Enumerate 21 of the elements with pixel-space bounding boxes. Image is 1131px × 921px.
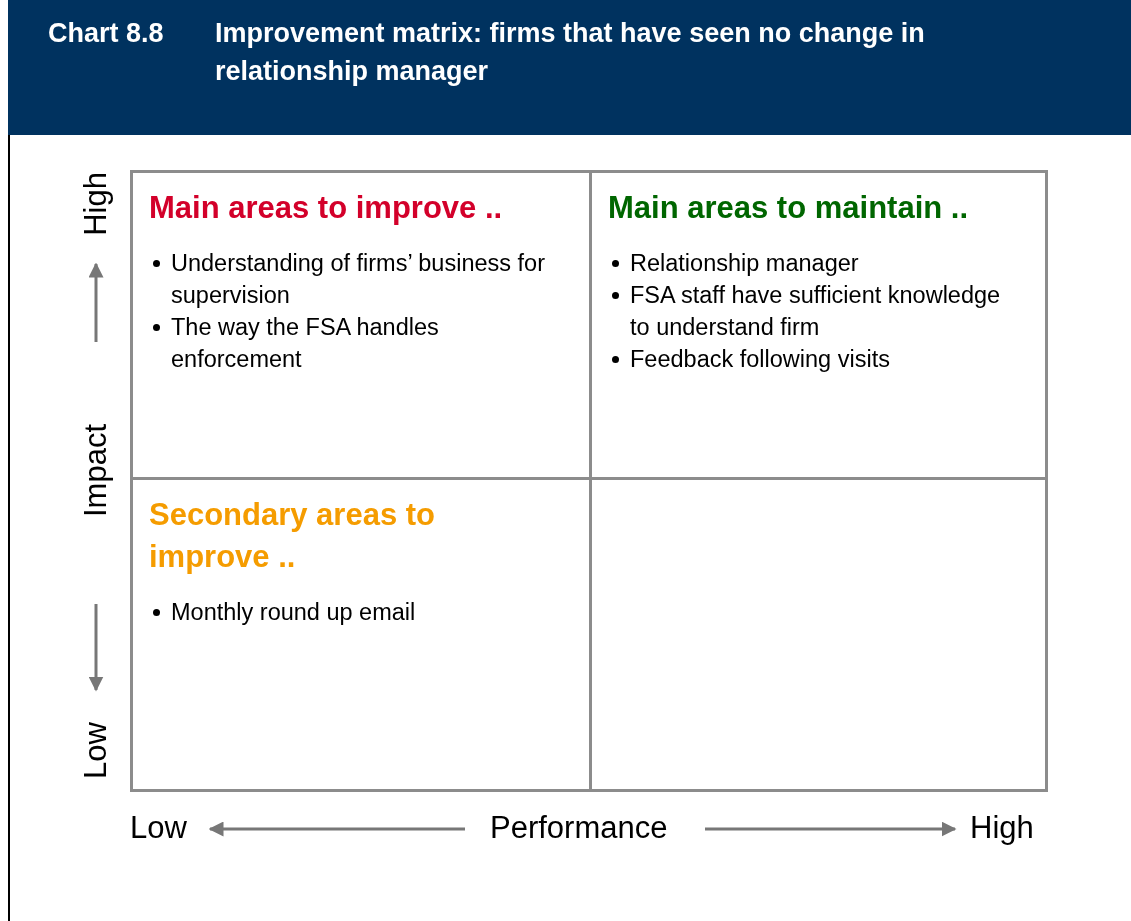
bullet-text: Monthly round up email xyxy=(171,599,416,625)
axis-label: Low xyxy=(78,722,114,779)
axis-label: High xyxy=(78,172,114,236)
quadrant-heading: Secondary areas to improve .. xyxy=(149,496,437,576)
chart-title: Improvement matrix: firms that have seen no change in relationship manager xyxy=(215,17,926,88)
axis-label: High xyxy=(970,810,1034,846)
quadrant-cell xyxy=(130,477,592,792)
bullet-text: FSA staff have sufficient knowledge to understand firm xyxy=(630,282,1001,340)
chart-number: Chart 8.8 xyxy=(48,17,164,50)
axis-title: Impact xyxy=(78,424,114,518)
bullet-text: Relationship manager xyxy=(630,250,859,276)
quadrant-heading: Main areas to maintain .. xyxy=(608,189,970,227)
bullet-text: Understanding of firms’ business for supervision xyxy=(171,250,545,308)
quadrant-cell xyxy=(589,477,1048,792)
quadrant-heading: Main areas to improve .. xyxy=(149,189,504,227)
bullet-text: Feedback following visits xyxy=(630,346,890,372)
quadrant-cell xyxy=(589,170,1048,480)
bullet-text: The way the FSA handles enforcement xyxy=(171,314,439,372)
axis-label: Low xyxy=(130,810,187,846)
quadrant-cell xyxy=(130,170,592,480)
axis-title: Performance xyxy=(490,810,668,846)
